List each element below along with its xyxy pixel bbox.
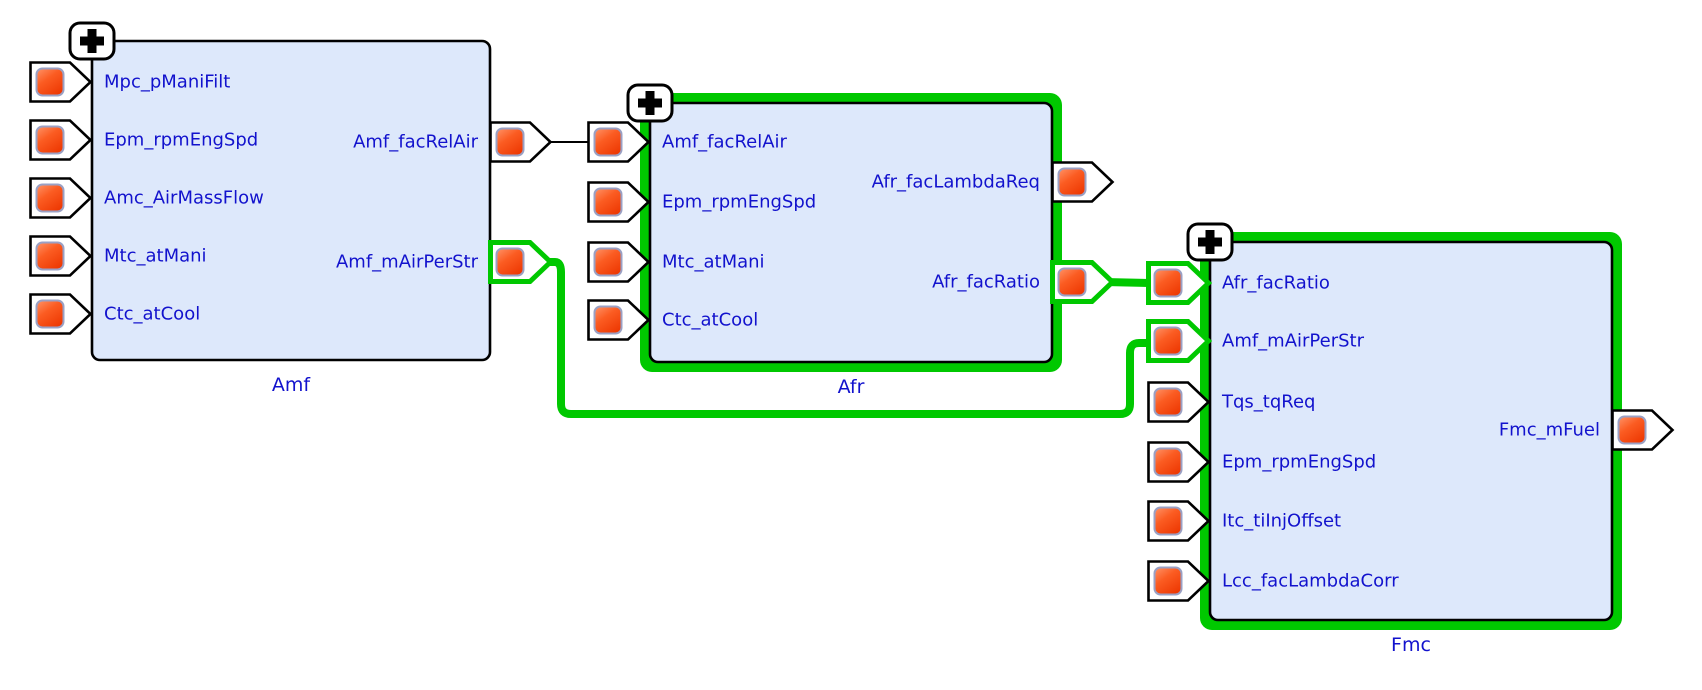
fmc-input-amf-mairperstr-port[interactable] [1146, 319, 1213, 363]
orange-square-port-icon [1153, 566, 1183, 596]
fmc-input-itc-tiinjoffset-port[interactable] [1147, 500, 1211, 542]
plus-icon-afr[interactable] [626, 83, 674, 123]
connection-amf-mairperstr-to-fmc[interactable] [549, 258, 1148, 418]
amf-input-mpc-pmanifilt-port[interactable] [29, 61, 93, 103]
orange-square-port-icon [1617, 415, 1647, 445]
afr-input-ctc-atcool-port[interactable] [587, 299, 651, 341]
afr-input-amf-facrelair-port[interactable] [587, 121, 651, 163]
plus-glyph [1198, 230, 1222, 254]
input-label-amc-airmassflow: Amc_AirMassFlow [104, 188, 264, 209]
input-label-lcc-faclambdacorr: Lcc_facLambdaCorr [1222, 571, 1399, 592]
fmc-input-tqs-tqreq-port[interactable] [1147, 381, 1211, 423]
orange-square-port-icon [35, 241, 65, 271]
orange-square-port-icon [593, 127, 623, 157]
output-label-afr-facratio: Afr_facRatio [932, 272, 1040, 293]
orange-square-port-icon [593, 247, 623, 277]
input-label-mtc-atmani: Mtc_atMani [104, 246, 207, 267]
block-amf[interactable] [90, 39, 492, 362]
amf-input-amc-airmassflow-port[interactable] [29, 177, 93, 219]
output-label-afr-faclambdareq: Afr_facLambdaReq [872, 172, 1040, 193]
fmc-input-epm-rpmengspd-port[interactable] [1147, 441, 1211, 483]
block-afr[interactable] [648, 101, 1054, 364]
orange-square-port-icon [1153, 326, 1183, 356]
orange-square-port-icon [35, 183, 65, 213]
orange-square-port-icon [1153, 506, 1183, 536]
input-label-amf-facrelair: Amf_facRelAir [662, 132, 788, 153]
input-label-amf-mairperstr: Amf_mAirPerStr [1222, 331, 1365, 352]
output-label-fmc-mfuel: Fmc_mFuel [1499, 420, 1600, 441]
afr-input-mtc-atmani-port[interactable] [587, 241, 651, 283]
input-label-epm-rpmengspd: Epm_rpmEngSpd [104, 130, 258, 151]
plus-icon-amf[interactable] [68, 21, 116, 61]
amf-output-amf-mairperstr-port[interactable] [488, 240, 555, 284]
orange-square-port-icon [1057, 167, 1087, 197]
amf-input-mtc-atmani-port[interactable] [29, 235, 93, 277]
input-label-tqs-tqreq: Tqs_tqReq [1221, 392, 1315, 413]
plus-icon-fmc[interactable] [1186, 222, 1234, 262]
orange-square-port-icon [35, 67, 65, 97]
fmc-input-afr-facratio-port[interactable] [1146, 261, 1213, 305]
orange-square-port-icon [35, 125, 65, 155]
orange-square-port-icon [593, 187, 623, 217]
orange-square-port-icon [1057, 267, 1087, 297]
input-label-ctc-atcool: Ctc_atCool [662, 310, 758, 331]
amf-input-ctc-atcool-port[interactable] [29, 293, 93, 335]
block-title-afr: Afr [838, 376, 865, 398]
afr-output-afr-faclambdareq-port[interactable] [1051, 161, 1115, 203]
amf-input-epm-rpmengspd-port[interactable] [29, 119, 93, 161]
orange-square-port-icon [1153, 447, 1183, 477]
afr-output-afr-facratio-port[interactable] [1050, 260, 1117, 304]
orange-square-port-icon [1153, 387, 1183, 417]
afr-input-epm-rpmengspd-port[interactable] [587, 181, 651, 223]
plus-glyph [638, 91, 662, 115]
fmc-input-lcc-faclambdacorr-port[interactable] [1147, 560, 1211, 602]
block-title-amf: Amf [272, 374, 312, 396]
output-label-amf-mairperstr: Amf_mAirPerStr [336, 252, 479, 273]
input-label-epm-rpmengspd: Epm_rpmEngSpd [662, 192, 816, 213]
input-label-mpc-pmanifilt: Mpc_pManiFilt [104, 72, 230, 93]
amf-output-amf-facrelair-port[interactable] [489, 121, 553, 163]
input-label-afr-facratio: Afr_facRatio [1222, 273, 1330, 294]
block-title-fmc: Fmc [1391, 634, 1431, 656]
input-label-ctc-atcool: Ctc_atCool [104, 304, 200, 325]
input-label-epm-rpmengspd: Epm_rpmEngSpd [1222, 452, 1376, 473]
input-label-mtc-atmani: Mtc_atMani [662, 252, 765, 273]
orange-square-port-icon [495, 247, 525, 277]
orange-square-port-icon [1153, 268, 1183, 298]
plus-glyph [80, 29, 104, 53]
orange-square-port-icon [35, 299, 65, 329]
fmc-output-fmc-mfuel-port[interactable] [1611, 409, 1675, 451]
output-label-amf-facrelair: Amf_facRelAir [353, 132, 479, 153]
orange-square-port-icon [593, 305, 623, 335]
input-label-itc-tiinjoffset: Itc_tiInjOffset [1222, 511, 1341, 532]
orange-square-port-icon [495, 127, 525, 157]
